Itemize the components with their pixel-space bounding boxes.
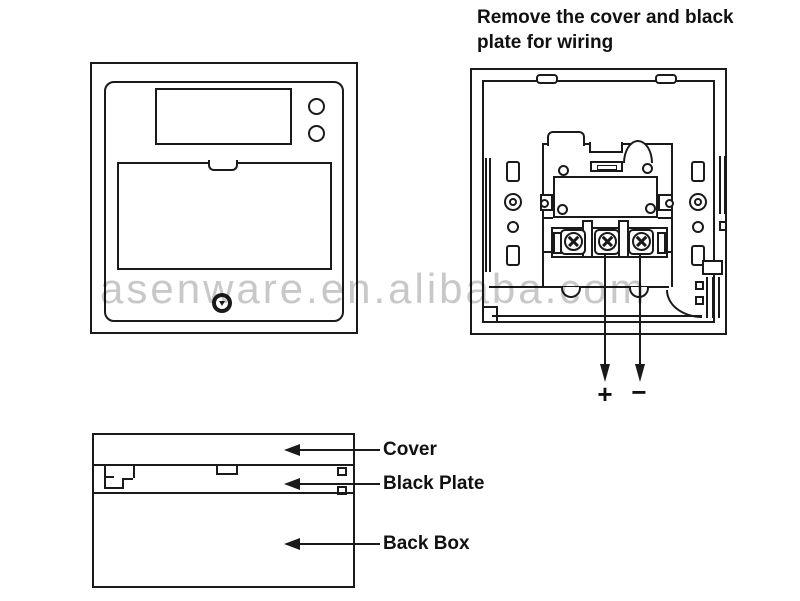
wire-negative	[639, 255, 641, 367]
blackplate-label: Black Plate	[383, 473, 485, 494]
terminal-screw-2	[598, 232, 617, 251]
front-view-outer-box	[90, 62, 358, 334]
left-small-hole	[507, 221, 519, 233]
watermark-text: asenware.en.alibaba.com	[100, 265, 648, 312]
connector-stripe-3	[718, 277, 720, 318]
relay-block	[553, 176, 658, 218]
right-slot-top	[691, 161, 705, 182]
cover-arrow-line	[298, 449, 380, 451]
plate-mid-line-left	[542, 217, 553, 219]
blackplate-tab-upper	[337, 467, 347, 476]
relay-ear-left-pin	[540, 199, 549, 208]
assembly-side-left	[542, 253, 544, 287]
left-mount-hole	[504, 193, 522, 211]
bottom-tray-line	[492, 315, 702, 317]
arrow-down-positive	[600, 364, 610, 382]
side-view-blackplate-layer	[92, 466, 355, 494]
front-view-inner-panel	[104, 81, 344, 322]
assembly-screw-top-left	[558, 165, 569, 176]
top-tab-right	[655, 74, 677, 84]
left-mount-hole-inner	[509, 198, 517, 206]
right-rail	[719, 156, 726, 214]
terminal-screw-1	[564, 232, 583, 251]
front-view-door-latch	[208, 160, 238, 171]
wiring-view-inner-box	[482, 80, 715, 323]
connector-stripe-1	[706, 277, 708, 318]
positive-label: +	[597, 379, 613, 409]
screw-icon	[212, 293, 232, 313]
top-tab-left	[536, 74, 558, 84]
plate-mid-line-right	[658, 217, 673, 219]
instruction-text: Remove the cover and black plate for wir…	[477, 7, 734, 53]
connector-square-top	[695, 281, 704, 290]
blackplate-clip-d	[104, 476, 114, 478]
left-slot-bottom	[506, 245, 520, 266]
right-small-hole	[692, 221, 704, 233]
negative-label: −	[631, 377, 647, 407]
assembly-top-tab	[547, 131, 585, 146]
backbox-arrowhead	[284, 538, 300, 550]
left-slot-top	[506, 161, 520, 182]
relay-ear-right	[658, 194, 674, 211]
left-rail	[485, 158, 491, 272]
right-slot-bottom	[691, 245, 705, 266]
backbox-label: Back Box	[383, 533, 470, 554]
assembly-top-notch	[589, 142, 623, 153]
screw-slot	[219, 301, 225, 306]
relay-screw-left	[557, 204, 568, 215]
right-mount-hole	[689, 193, 707, 211]
blackplate-latch	[216, 466, 238, 475]
terminal-screw-3	[632, 232, 651, 251]
screw-inner	[216, 297, 228, 309]
assembly-side-right	[671, 253, 673, 287]
relay-screw-right	[645, 203, 656, 214]
front-view-lower-door	[117, 162, 332, 270]
wiring-view-outer-box	[470, 68, 727, 335]
right-corner-box	[702, 260, 723, 275]
blackplate-arrowhead	[284, 478, 300, 490]
right-rail-notch	[719, 221, 727, 231]
relay-ear-left	[540, 194, 553, 211]
assembly-screw-top-right	[642, 163, 653, 174]
cover-arrowhead	[284, 444, 300, 456]
right-mount-hole-inner	[694, 198, 702, 206]
cover-label: Cover	[383, 439, 437, 460]
side-view-backbox-layer	[92, 494, 355, 588]
wire-positive	[604, 255, 606, 367]
blackplate-clip-c	[133, 466, 135, 478]
front-view-button-top	[308, 98, 325, 115]
front-view-button-bottom	[308, 125, 325, 142]
backbox-arrow-line	[298, 543, 380, 545]
terminal-endcap-right	[657, 232, 666, 254]
relay-ear-right-pin	[665, 199, 674, 208]
connector-stripe-2	[712, 277, 714, 318]
blackplate-tab-lower	[337, 486, 347, 495]
bottom-left-step	[482, 306, 498, 323]
front-view-display	[155, 88, 292, 145]
blackplate-arrow-line	[298, 483, 380, 485]
arrow-down-negative	[635, 364, 645, 382]
assembly-slider-knob	[597, 165, 617, 170]
assembly-slider	[590, 161, 623, 172]
blackplate-clip-b	[122, 478, 133, 489]
